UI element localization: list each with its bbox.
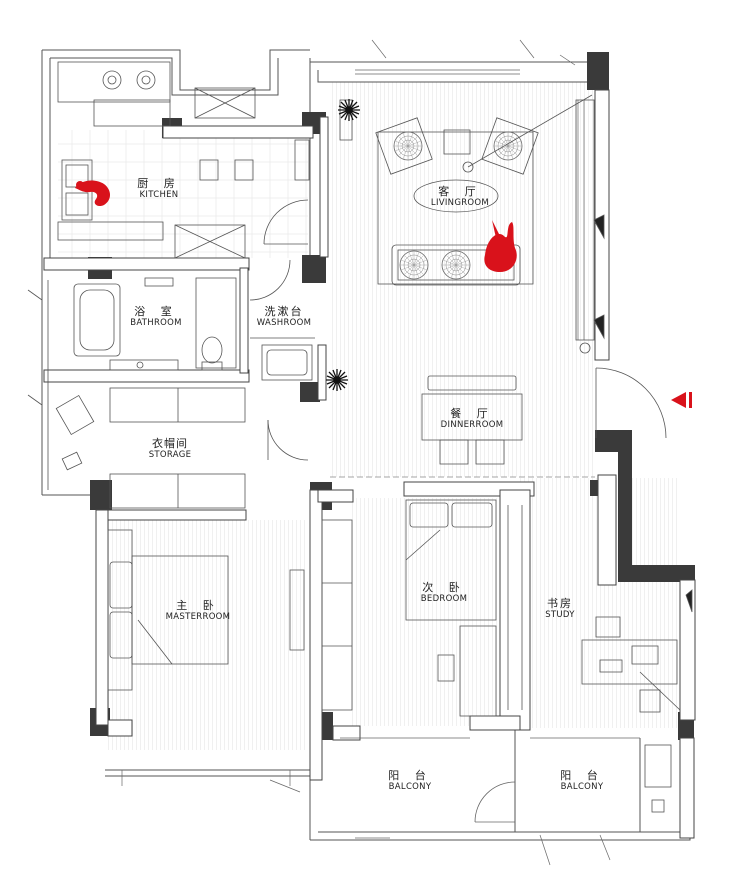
room-label-livingroom: 客 厅 LIVINGROOM <box>420 185 500 208</box>
room-label-zh: 餐 厅 <box>450 407 494 420</box>
tv-wall <box>575 99 605 341</box>
windows <box>121 39 611 866</box>
room-label-zh: 阳 台 <box>388 769 432 782</box>
floor-master <box>108 520 308 750</box>
room-label-en: KITCHEN <box>139 189 179 200</box>
room-label-en: STORAGE <box>148 449 192 460</box>
room-label-zh: 洗漱台 <box>264 305 304 318</box>
bedroom-furniture <box>405 499 523 717</box>
room-label-kitchen: 厨 房 KITCHEN <box>124 177 194 200</box>
dining-furniture <box>330 367 667 478</box>
room-label-study: 书房 STUDY <box>530 597 590 620</box>
figure-icon <box>75 180 517 272</box>
study-furniture <box>581 589 693 813</box>
room-label-dinnerroom: 餐 厅 DINNERROOM <box>432 407 512 430</box>
room-label-en: BALCONY <box>388 781 432 792</box>
room-label-bedroom: 次 卧 BEDROOM <box>414 581 474 604</box>
balcony-doors <box>340 737 640 823</box>
room-label-zh: 主 卧 <box>176 599 220 612</box>
floor-living <box>330 82 595 477</box>
bathroom-fixtures <box>73 259 315 381</box>
room-label-zh: 衣帽间 <box>152 437 188 450</box>
room-label-en: WASHROOM <box>256 317 312 328</box>
room-label-washroom: 洗漱台 WASHROOM <box>254 305 314 328</box>
living-furniture <box>339 94 593 354</box>
master-furniture <box>107 519 353 711</box>
room-label-zh: 厨 房 <box>137 177 181 190</box>
room-label-balcony-2: 阳 台 BALCONY <box>552 769 612 792</box>
room-label-zh: 书房 <box>547 597 573 610</box>
room-label-bathroom: 浴 室 BATHROOM <box>126 305 186 328</box>
entrance-arrow-icon[interactable] <box>671 392 692 408</box>
room-label-zh: 浴 室 <box>134 305 178 318</box>
room-label-en: LIVINGROOM <box>430 197 490 208</box>
room-label-en: BATHROOM <box>130 317 182 328</box>
room-label-en: BALCONY <box>560 781 604 792</box>
floor-bedroom <box>352 498 517 726</box>
room-label-zh: 阳 台 <box>560 769 604 782</box>
room-label-en: STUDY <box>545 609 575 620</box>
room-label-zh: 次 卧 <box>422 581 466 594</box>
room-label-zh: 客 厅 <box>438 185 482 198</box>
room-label-en: BEDROOM <box>420 593 468 604</box>
inner-walls <box>43 89 696 839</box>
room-label-balcony-1: 阳 台 BALCONY <box>380 769 440 792</box>
plant-icon <box>326 99 360 391</box>
room-label-masterroom: 主 卧 MASTERROOM <box>160 599 236 622</box>
storage-fixtures <box>27 280 309 509</box>
room-label-en: DINNERROOM <box>440 419 504 430</box>
room-label-en: MASTERROOM <box>165 611 231 622</box>
room-label-storage: 衣帽间 STORAGE <box>140 437 200 460</box>
